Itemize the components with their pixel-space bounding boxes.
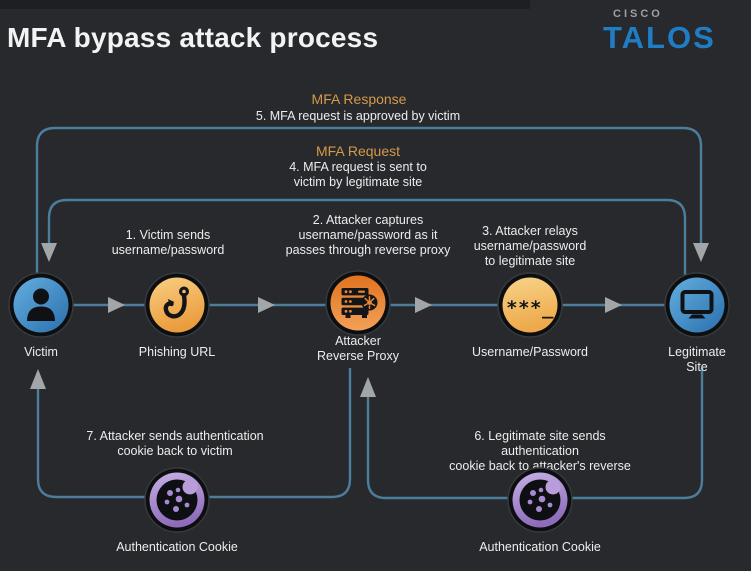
page-title: MFA bypass attack process bbox=[7, 22, 379, 53]
brand-logo: CISCO TALOS bbox=[603, 8, 745, 53]
talos-wordmark: TALOS bbox=[603, 20, 716, 55]
node-phishing-url bbox=[143, 271, 211, 339]
arrow-up-into-victim-icon bbox=[30, 369, 46, 389]
step-3-caption: 3. Attacker relays username/password to … bbox=[473, 224, 587, 268]
mfa-request-desc: 4. MFA request is sent to victim by legi… bbox=[289, 160, 427, 189]
mfa-request-title: MFA Request bbox=[315, 143, 401, 159]
arrow-right-victim-to-phishing-icon bbox=[108, 297, 125, 313]
cookie-icon bbox=[507, 467, 573, 533]
mfa-response-desc: 5. MFA request is approved by victim bbox=[255, 109, 461, 123]
cisco-wordmark: CISCO bbox=[613, 8, 663, 20]
node-auth-cookie-left-label: Authentication Cookie bbox=[116, 540, 238, 554]
node-auth-cookie-right-label: Authentication Cookie bbox=[479, 540, 601, 554]
malicious-server-icon bbox=[325, 270, 391, 336]
mfa-response-title: MFA Response bbox=[311, 91, 407, 107]
node-username-password-label: Username/Password bbox=[471, 345, 589, 359]
person-icon bbox=[8, 272, 74, 338]
node-victim-label: Victim bbox=[24, 345, 58, 359]
arrow-right-phishing-to-proxy-icon bbox=[258, 297, 275, 313]
node-attacker-reverse-proxy bbox=[324, 269, 392, 337]
monitor-icon bbox=[664, 272, 730, 338]
node-attacker-reverse-proxy-label: Attacker Reverse Proxy bbox=[317, 334, 399, 363]
arrow-up-into-proxy-icon bbox=[360, 377, 376, 397]
asterisks-glyph: ***_ bbox=[506, 297, 554, 319]
node-victim bbox=[7, 271, 75, 339]
node-username-password: ***_ bbox=[496, 271, 564, 339]
arrow-down-into-victim-icon bbox=[41, 243, 57, 262]
node-legitimate-site bbox=[663, 271, 731, 339]
cookie-icon bbox=[144, 467, 210, 533]
step-1-caption: 1. Victim sends username/password bbox=[111, 228, 225, 257]
arrow-right-proxy-to-userpass-icon bbox=[415, 297, 432, 313]
node-phishing-url-label: Phishing URL bbox=[138, 345, 216, 359]
step-2-caption: 2. Attacker captures username/password a… bbox=[285, 213, 451, 257]
top-strip bbox=[0, 0, 530, 9]
fish-hook-icon bbox=[144, 272, 210, 338]
password-asterisks-icon: ***_ bbox=[497, 272, 563, 338]
step-7-caption: 7. Attacker sends authentication cookie … bbox=[86, 429, 264, 458]
node-auth-cookie-right bbox=[506, 466, 574, 534]
node-legitimate-site-label: Legitimate Site bbox=[668, 345, 726, 374]
node-auth-cookie-left bbox=[143, 466, 211, 534]
arrow-right-userpass-to-legit-icon bbox=[605, 297, 622, 313]
arrow-down-into-legitimate-site-icon bbox=[693, 243, 709, 262]
